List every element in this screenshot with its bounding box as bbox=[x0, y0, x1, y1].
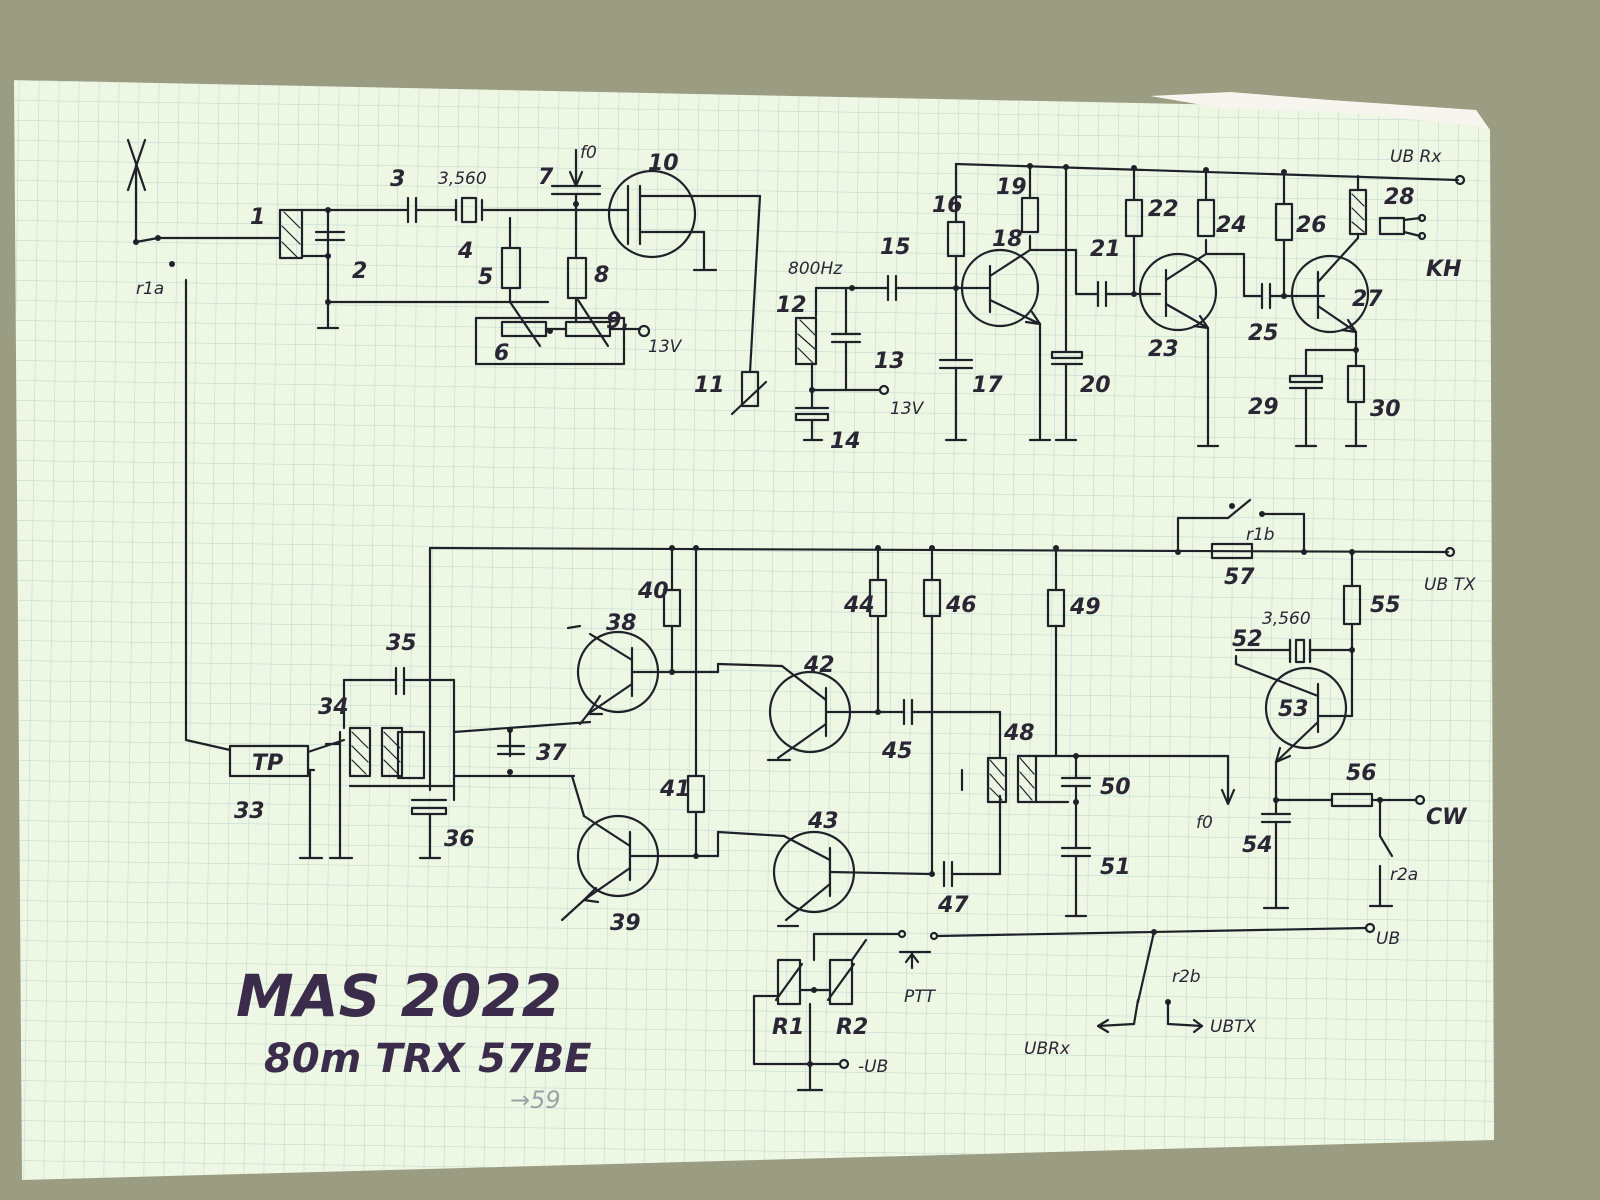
label-c19: 19 bbox=[996, 175, 1027, 200]
r2a-label: r2a bbox=[1390, 865, 1418, 885]
label-c4: 4 bbox=[457, 239, 473, 264]
label-c47: 47 bbox=[937, 893, 969, 918]
minus-ub-label: -UB bbox=[858, 1057, 888, 1077]
label-c56: 56 bbox=[1346, 761, 1377, 786]
label-c21: 21 bbox=[1090, 237, 1121, 262]
title-line1: MAS 2022 bbox=[236, 962, 562, 1030]
v13-b-label: 13V bbox=[890, 399, 925, 419]
label-c37: 37 bbox=[536, 741, 567, 766]
ub-tx-label: UBTX bbox=[1210, 1017, 1256, 1037]
label-c53: 53 bbox=[1278, 697, 1309, 722]
label-c5: 5 bbox=[478, 265, 493, 290]
component-labels: 1 2 3 4 5 6 7 8 9. 10 11 12 13 14 15 16 … bbox=[234, 151, 1415, 936]
annotation-labels: f0 f0 3,560 3,560 800Hz r1a r1b r2a r2b … bbox=[136, 143, 1476, 1077]
label-c27: 27 bbox=[1352, 287, 1383, 312]
xtal-top-label: 3,560 bbox=[438, 169, 487, 189]
label-c51: 51 bbox=[1100, 855, 1131, 880]
label-c50: 50 bbox=[1100, 775, 1131, 800]
cw-label: CW bbox=[1426, 805, 1468, 830]
label-c34: 34 bbox=[318, 695, 349, 720]
ub-rx-label: UBRx bbox=[1024, 1039, 1071, 1059]
label-c14: 14 bbox=[830, 429, 861, 454]
label-c35: 35 bbox=[386, 631, 417, 656]
rail-rx-label: UB Rx bbox=[1390, 147, 1442, 167]
label-c2: 2 bbox=[352, 259, 367, 284]
label-c43: 43 bbox=[807, 809, 839, 834]
label-c40: 40 bbox=[637, 579, 669, 604]
label-c33: 33 bbox=[234, 799, 265, 824]
label-c17: 17 bbox=[972, 373, 1003, 398]
label-c57: 57 bbox=[1224, 565, 1255, 590]
receiver-section bbox=[126, 138, 1466, 742]
freq-800hz-label: 800Hz bbox=[788, 259, 843, 279]
r1b-label: r1b bbox=[1246, 525, 1275, 545]
r2b-label: r2b bbox=[1172, 967, 1201, 987]
rail-ub-label: UB bbox=[1376, 929, 1400, 949]
title-block: MAS 2022 80m TRX 57BE →59 bbox=[236, 962, 592, 1114]
kh-label: KH bbox=[1426, 257, 1461, 282]
label-c25: 25 bbox=[1248, 321, 1279, 346]
label-c28: 28 bbox=[1384, 185, 1415, 210]
label-c44: 44 bbox=[843, 593, 875, 618]
label-c30: 30 bbox=[1370, 397, 1401, 422]
f0-top-label: f0 bbox=[580, 143, 597, 163]
label-c15: 15 bbox=[880, 235, 911, 260]
r1a-label: r1a bbox=[136, 279, 164, 299]
title-line2: 80m TRX 57BE bbox=[264, 1036, 592, 1082]
label-c39: 39 bbox=[610, 911, 641, 936]
relay-r1-label: R1 bbox=[772, 1015, 804, 1040]
transmitter-section bbox=[184, 498, 1456, 1092]
label-c26: 26 bbox=[1296, 213, 1327, 238]
label-c18: 18 bbox=[992, 227, 1023, 252]
label-c24: 24 bbox=[1216, 213, 1247, 238]
xtal-bottom-label: 3,560 bbox=[1262, 609, 1311, 629]
label-c38: 38 bbox=[606, 611, 637, 636]
label-c23: 23 bbox=[1148, 337, 1179, 362]
label-c8: 8 bbox=[594, 263, 609, 288]
page-note: →59 bbox=[510, 1086, 561, 1114]
label-c46: 46 bbox=[945, 593, 977, 618]
f0-bottom-label: f0 bbox=[1196, 813, 1213, 833]
label-c29: 29 bbox=[1248, 395, 1279, 420]
label-c52: 52 bbox=[1232, 627, 1263, 652]
paper-sheet bbox=[14, 80, 1494, 1180]
label-c3: 3 bbox=[390, 167, 405, 192]
label-c22: 22 bbox=[1148, 197, 1179, 222]
label-c16: 16 bbox=[932, 193, 963, 218]
label-c1: 1 bbox=[250, 205, 265, 230]
label-c6: 6 bbox=[494, 341, 509, 366]
label-c49: 49 bbox=[1069, 595, 1101, 620]
v13-a-label: 13V bbox=[648, 337, 683, 357]
label-c42: 42 bbox=[803, 653, 835, 678]
label-c54: 54 bbox=[1242, 833, 1273, 858]
label-c11: 11 bbox=[694, 373, 725, 398]
tp-label: TP bbox=[252, 751, 283, 776]
label-c13: 13 bbox=[874, 349, 905, 374]
label-c55: 55 bbox=[1370, 593, 1401, 618]
label-c12: 12 bbox=[776, 293, 807, 318]
label-c9: 9. bbox=[606, 309, 630, 334]
label-c10: 10 bbox=[648, 151, 679, 176]
label-c41: 41 bbox=[659, 777, 691, 802]
label-c7: 7 bbox=[538, 165, 554, 190]
label-c20: 20 bbox=[1080, 373, 1111, 398]
ptt-label: PTT bbox=[904, 987, 937, 1007]
relay-r2-label: R2 bbox=[836, 1015, 868, 1040]
label-c48: 48 bbox=[1003, 721, 1035, 746]
label-c45: 45 bbox=[881, 739, 913, 764]
rail-tx-label: UB TX bbox=[1424, 575, 1476, 595]
label-c36: 36 bbox=[444, 827, 475, 852]
